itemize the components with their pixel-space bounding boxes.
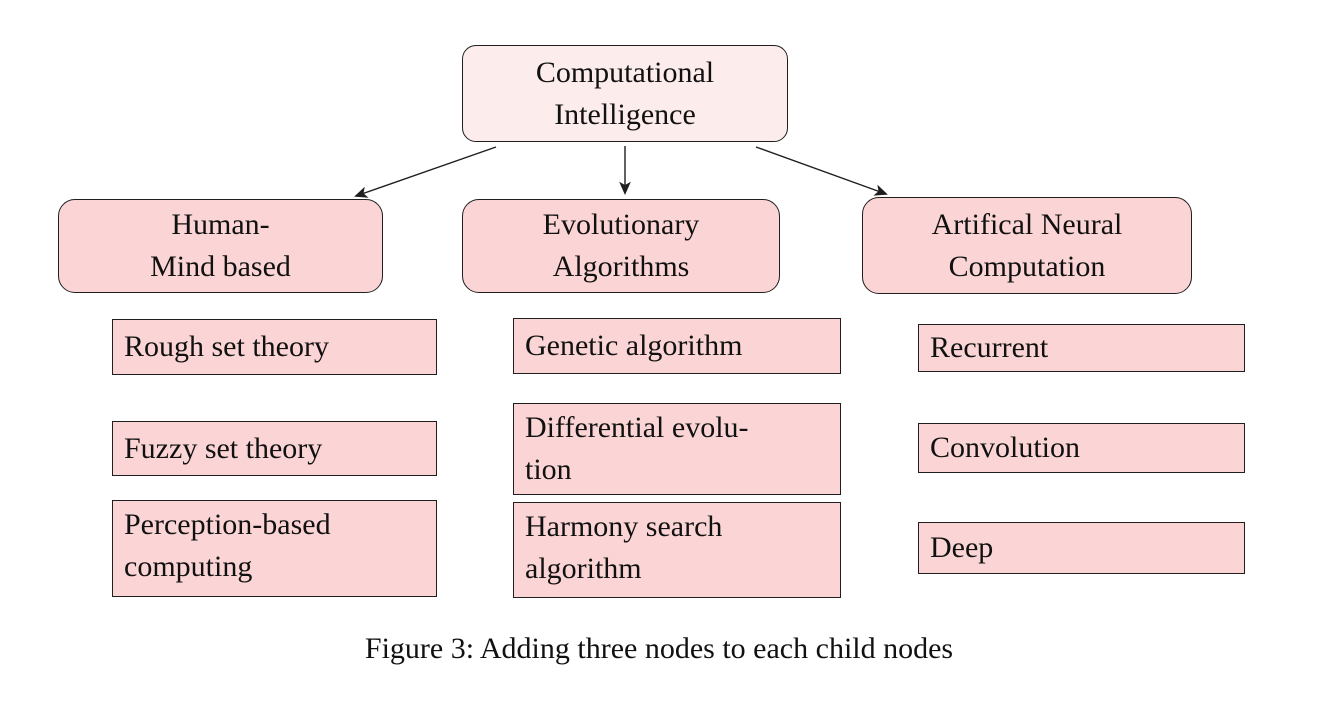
leaf-rough-set-theory: Rough set theory	[112, 319, 437, 375]
node-computational-intelligence: Computational Intelligence	[462, 45, 788, 142]
leaf-harmony-search-algorithm: Harmony search algorithm	[513, 502, 841, 598]
leaf-convolution: Convolution	[918, 423, 1245, 473]
node-human-mind-based: Human- Mind based	[58, 199, 383, 293]
leaf-genetic-algorithm: Genetic algorithm	[513, 318, 841, 374]
leaf-differential-evolution: Differential evolu- tion	[513, 403, 841, 495]
figure-caption: Figure 3: Adding three nodes to each chi…	[364, 632, 954, 665]
leaf-recurrent: Recurrent	[918, 324, 1245, 372]
leaf-deep: Deep	[918, 522, 1245, 574]
leaf-fuzzy-set-theory: Fuzzy set theory	[112, 421, 437, 476]
node-evolutionary-algorithms: Evolutionary Algorithms	[462, 199, 780, 293]
edge-root-to-human-mind	[354, 146, 497, 198]
node-artifical-neural-computation: Artifical Neural Computation	[862, 197, 1192, 294]
leaf-perception-based-computing: Perception-based computing	[112, 500, 437, 597]
edge-root-to-neural	[755, 146, 888, 196]
